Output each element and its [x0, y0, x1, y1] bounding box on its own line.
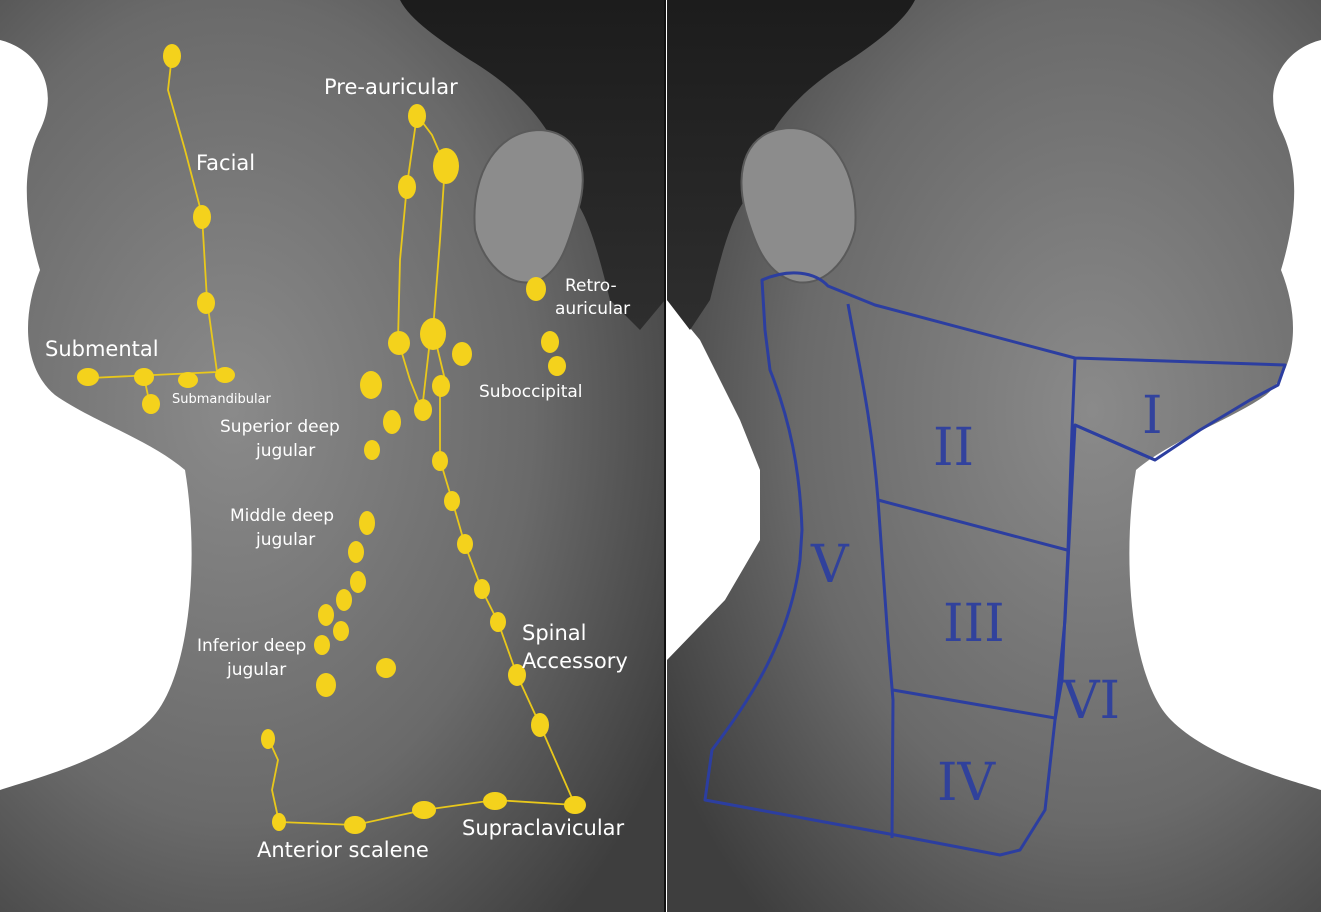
spinal-accessory-node [531, 713, 549, 737]
spinal-accessory-node [474, 579, 490, 599]
inferior-deep-jugular-node [376, 658, 396, 678]
label-suboccipital: Suboccipital [479, 382, 583, 402]
anterior-scalene-node [344, 816, 366, 834]
label-retro-auricular: Retro- [565, 276, 617, 296]
middle-deep-jugular-node [350, 571, 366, 593]
label-pre-auricular: Pre-auricular [324, 75, 458, 99]
submental-node [77, 368, 99, 386]
middle-deep-jugular-node [348, 541, 364, 563]
middle-deep-jugular-node [336, 589, 352, 611]
left-photo-panel [0, 0, 665, 912]
level-ii-label: II [933, 418, 974, 478]
pre-auricular-node [388, 331, 410, 355]
label-middle-deep-jugular: jugular [255, 530, 315, 550]
superior-deep-jugular-node [360, 371, 382, 399]
submandibular-node [215, 367, 235, 383]
pre-auricular-node [398, 175, 416, 199]
label-superior-deep-jugular: jugular [255, 441, 315, 461]
facial-node [163, 44, 181, 68]
pre-auricular-node [420, 318, 446, 350]
supraclavicular-node [483, 792, 507, 810]
level-iii-label: III [943, 594, 1005, 654]
label-facial: Facial [196, 151, 255, 175]
retro-auricular-node [526, 277, 546, 301]
label-submental: Submental [45, 337, 159, 361]
label-submandibular: Submandibular [172, 392, 272, 407]
submandibular-node [142, 394, 160, 414]
spinal-accessory-node [432, 451, 448, 471]
superior-deep-jugular-node [414, 399, 432, 421]
supraclavicular-node [412, 801, 436, 819]
superior-deep-jugular-node [364, 440, 380, 460]
inferior-deep-jugular-node [316, 673, 336, 697]
spinal-accessory-node [444, 491, 460, 511]
middle-deep-jugular-node [359, 511, 375, 535]
label-spinal-accessory: Spinal [522, 621, 587, 645]
label-supraclavicular: Supraclavicular [462, 816, 625, 840]
level-vi-label: VI [1061, 671, 1120, 731]
label-inferior-deep-jugular: Inferior deep [197, 636, 306, 656]
label-anterior-scalene: Anterior scalene [257, 838, 429, 862]
level-iv-label: IV [937, 753, 997, 813]
anterior-scalene-node [261, 729, 275, 749]
inferior-deep-jugular-node [333, 621, 349, 641]
inferior-deep-jugular-node [314, 635, 330, 655]
label-spinal-accessory: Accessory [522, 649, 628, 673]
pre-auricular-node [433, 148, 459, 184]
pre-auricular-node [452, 342, 472, 366]
spinal-accessory-node [457, 534, 473, 554]
superior-deep-jugular-node [383, 410, 401, 434]
facial-node [197, 292, 215, 314]
submandibular-node [178, 372, 198, 388]
anterior-scalene-node [272, 813, 286, 831]
spinal-accessory-node [490, 612, 506, 632]
facial-node [193, 205, 211, 229]
label-retro-auricular: auricular [555, 299, 630, 319]
inferior-deep-jugular-node [318, 604, 334, 626]
pre-auricular-node [432, 375, 450, 397]
level-i-label: I [1142, 386, 1163, 446]
suboccipital-node [548, 356, 566, 376]
level-v-label: V [810, 535, 850, 595]
label-inferior-deep-jugular: jugular [226, 660, 286, 680]
pre-auricular-node [408, 104, 426, 128]
supraclavicular-node [564, 796, 586, 814]
label-middle-deep-jugular: Middle deep [230, 506, 334, 526]
submental-node [134, 368, 154, 386]
suboccipital-node [541, 331, 559, 353]
label-superior-deep-jugular: Superior deep [220, 417, 340, 437]
